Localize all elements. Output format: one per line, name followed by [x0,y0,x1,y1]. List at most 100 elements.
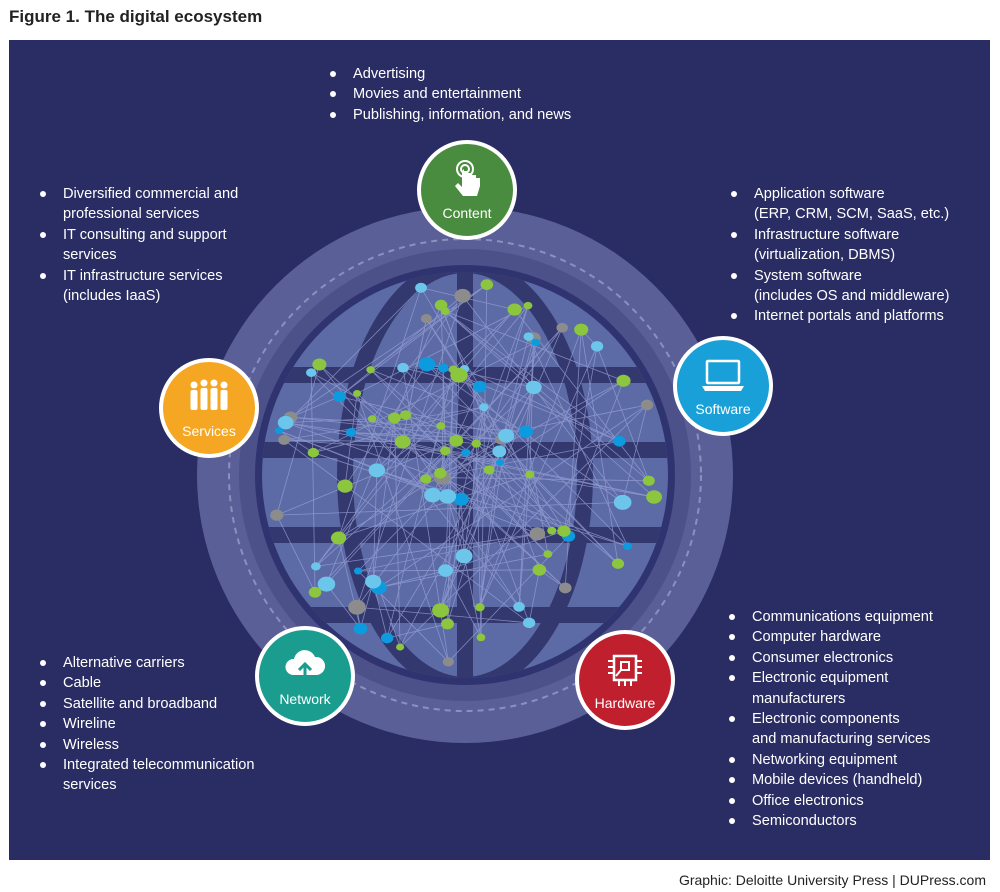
figure-title: Figure 1. The digital ecosystem [9,7,263,26]
network-dot [337,479,353,493]
network-dot [518,425,534,438]
network-dot [420,474,432,484]
network-dot [418,357,436,372]
network-dot [270,509,284,521]
network-list-item: Alternative carriers [36,653,254,673]
hardware-label: Hardware [594,695,656,711]
network-dot [330,531,347,545]
network-dot [365,574,382,589]
hardware-list-item: Office electronics [725,791,933,811]
network-dot [388,412,401,424]
network-dot [500,429,509,437]
network-dot [523,332,534,341]
network-dot [556,322,568,333]
network-dot [434,468,447,479]
network-dot [348,599,366,615]
network-list-item: services [63,777,117,794]
network-dot [437,363,449,373]
network-dot [450,367,468,383]
network-dot [438,489,457,504]
network-dot [307,447,319,458]
network-dot [492,445,507,458]
globe-grid [262,272,668,678]
network-dot [436,422,446,430]
network-dot [590,341,604,352]
content-label: Content [442,205,492,221]
software-list: Application software(ERP, CRM, SCM, SaaS… [727,184,949,327]
network-dots [270,279,662,667]
hardware-list-item: Computer hardware [725,627,933,647]
network-dot [306,368,317,377]
network-dot [308,586,322,598]
network-dot [275,427,284,434]
network-dot [453,492,469,506]
services-list-item: (includes IaaS) [63,288,161,305]
network-dot [432,603,449,618]
touch-hand-icon [455,160,480,196]
network-dot [513,601,525,612]
network-dot [525,380,542,395]
network-dot [454,288,471,303]
network-dot [613,435,626,447]
software-list-item: System software [727,266,949,286]
network-dot [557,525,571,537]
network-dot [479,403,489,412]
network-dot [525,470,535,479]
network-dot [440,446,451,456]
network-dot [312,358,327,371]
software-list-item: (ERP, CRM, SCM, SaaS, etc.) [754,206,950,223]
software-list-item: Infrastructure software [727,225,949,245]
laptop-icon [702,359,744,391]
network-dot [449,434,464,447]
network-dot [642,475,655,486]
hardware-list-item: Electronic equipment [725,668,933,688]
network-dot [558,582,572,594]
network-dot [472,380,487,393]
network-dot [367,415,377,423]
network-dot [483,465,495,475]
network-dot [531,338,541,347]
services-list-item: IT consulting and support [36,225,238,245]
network-dot [434,299,448,311]
hardware-list-item: Communications equipment [725,607,933,627]
network-list-item: Wireless [36,735,254,755]
network-dot [532,564,547,576]
content-list-item: Publishing, information, and news [326,105,571,125]
network-dot [475,603,485,612]
network-dot [613,494,632,510]
network-label: Network [279,691,331,707]
services-label: Services [182,423,236,439]
network-dot [424,487,442,503]
hardware-list-item: Semiconductors [725,811,933,831]
network-list-item: Cable [36,673,254,693]
network-dot [333,391,347,403]
people-group-icon [190,379,228,410]
network-list-item: Integrated telecommunication [36,755,254,775]
software-list-item: (virtualization, DBMS) [754,247,896,264]
network-dot [380,632,394,644]
network-dot [623,542,633,550]
content-list-item: Advertising [326,64,571,84]
network-dot [278,434,290,445]
services-list-item: IT infrastructure services [36,266,238,286]
network-dot [611,558,625,569]
software-node: Software [673,336,773,436]
network-dot [640,399,654,411]
software-label: Software [695,401,751,417]
content-list-item: Movies and entertainment [326,84,571,104]
services-list-item: services [63,247,117,264]
network-dot [616,374,631,387]
network-dot [394,435,411,449]
network-list-item: Satellite and broadband [36,694,254,714]
network-dot [400,410,412,420]
network-connection-lines [276,284,655,663]
network-dot [547,526,557,535]
network-node: Network [255,626,355,726]
network-dot [396,643,405,651]
network-dot [366,366,375,374]
graphic-credit: Graphic: Deloitte University Press | DUP… [678,872,986,888]
network-list-item: Wireline [36,714,254,734]
hardware-list-item: Consumer electronics [725,648,933,668]
